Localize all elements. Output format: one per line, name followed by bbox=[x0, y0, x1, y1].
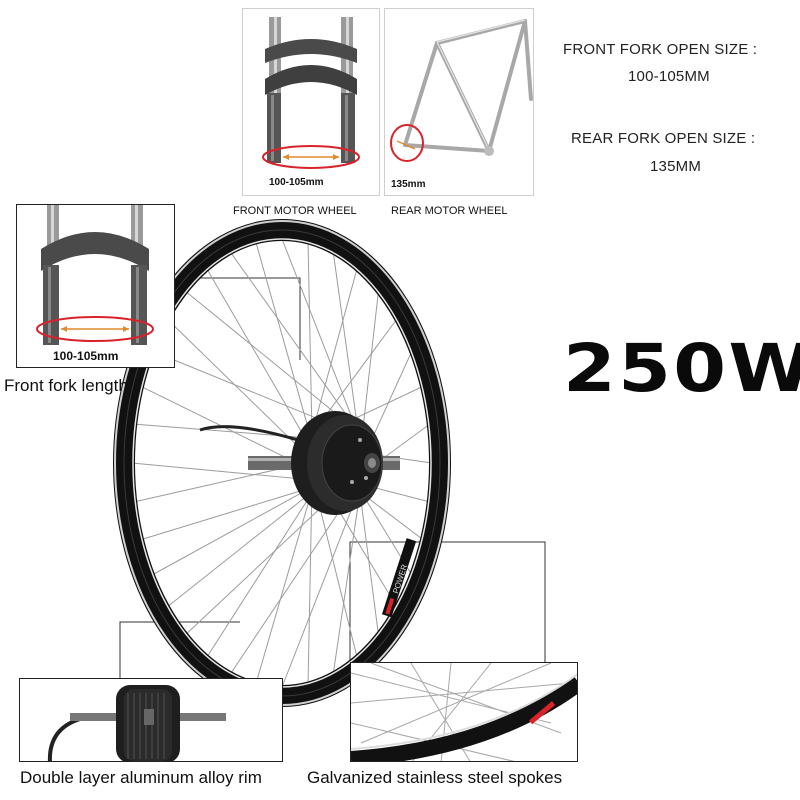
rear-fork-open-size-value: 135MM bbox=[650, 158, 702, 175]
front-motor-wheel-caption: FRONT MOTOR WHEEL bbox=[233, 205, 357, 217]
wheel-spoke bbox=[307, 484, 313, 684]
hub-motor-icon bbox=[48, 685, 226, 761]
wheel-spoke bbox=[281, 238, 361, 439]
suspension-fork-icon bbox=[36, 205, 154, 345]
hub-motor-icon bbox=[291, 411, 383, 515]
wheel-spoke bbox=[131, 462, 313, 481]
front-fork-diagram: 100-105mm bbox=[242, 8, 380, 196]
wheel-spoke bbox=[166, 491, 313, 608]
wheel-spoke bbox=[230, 252, 361, 435]
wheel-spoke bbox=[206, 492, 313, 658]
wheel-spoke bbox=[311, 268, 358, 434]
wheel-spoke bbox=[140, 486, 313, 541]
front-fork-length-caption: Front fork length bbox=[4, 376, 128, 395]
wheel-spoke bbox=[332, 252, 361, 446]
galvanized-spokes-label: Galvanized stainless steel spokes bbox=[307, 768, 563, 787]
hub-motor-detail-box bbox=[19, 678, 283, 762]
wheel-spoke bbox=[281, 487, 361, 688]
bike-frame-icon bbox=[390, 19, 533, 162]
front-fork-open-size-title: FRONT FORK OPEN SIZE : bbox=[563, 41, 758, 58]
wheel-spoke bbox=[255, 490, 313, 684]
wheel-spoke bbox=[255, 242, 313, 442]
power-rating: 250W bbox=[563, 330, 800, 407]
fork-detail-measure-label: 100-105mm bbox=[53, 349, 119, 363]
wheel-spoke bbox=[185, 291, 361, 434]
rear-fork-open-size-title: REAR FORK OPEN SIZE : bbox=[571, 130, 756, 147]
rear-measure-label: 135mm bbox=[391, 179, 426, 190]
suspension-fork-icon bbox=[262, 17, 360, 169]
rear-frame-diagram: 135mm bbox=[384, 8, 534, 196]
wheel-spoke bbox=[307, 242, 313, 436]
spokes-detail-box bbox=[350, 662, 578, 762]
wheel-spoke bbox=[206, 268, 313, 451]
wheel-icon bbox=[351, 663, 577, 761]
front-fork-open-size-value: 100-105MM bbox=[628, 68, 710, 85]
front-fork-detail-box: 100-105mm bbox=[16, 204, 175, 368]
wheel-spoke bbox=[359, 492, 379, 635]
wheel-spoke bbox=[332, 491, 361, 674]
rear-motor-wheel-caption: REAR MOTOR WHEEL bbox=[391, 205, 508, 217]
double-layer-rim-label: Double layer aluminum alloy rim bbox=[20, 768, 262, 787]
front-measure-label: 100-105mm bbox=[269, 177, 324, 188]
